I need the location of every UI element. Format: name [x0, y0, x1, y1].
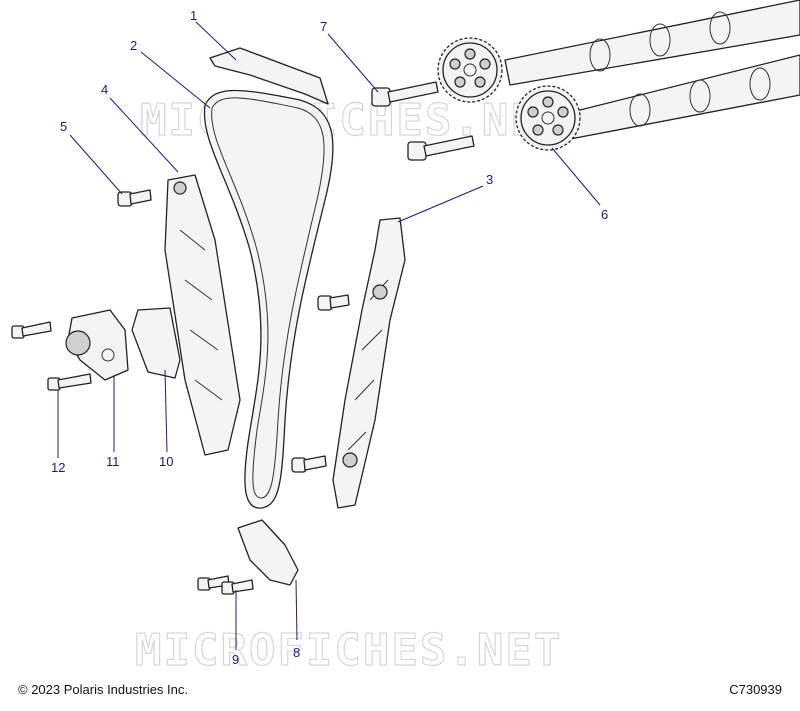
callout-4: 4	[101, 82, 108, 97]
cam-sprocket-lower	[515, 85, 581, 151]
leader-lines	[57, 21, 601, 650]
figure-id: C730939	[729, 682, 782, 697]
guide-bolt-b	[291, 455, 327, 473]
callout-6: 6	[601, 207, 608, 222]
callout-5: 5	[60, 119, 67, 134]
sprocket-bolt-lower	[407, 135, 475, 161]
chain-tensioner	[65, 309, 129, 381]
sprocket-bolt-upper	[371, 81, 439, 107]
callout-10: 10	[159, 454, 173, 469]
cam-sprocket-upper	[437, 37, 503, 103]
tensioner-chain-guide	[164, 174, 241, 456]
callout-labels: 1 2 3 4 5 6 7 8 9 10 11 12	[51, 8, 608, 667]
callout-12: 12	[51, 460, 65, 475]
camshafts	[504, 0, 800, 141]
callout-2: 2	[130, 38, 137, 53]
callout-7: 7	[320, 19, 327, 34]
tensioner-bolt-upper	[11, 321, 52, 339]
callout-8: 8	[293, 645, 300, 660]
lower-chain-guide	[237, 519, 299, 586]
timing-chain	[203, 89, 334, 509]
callout-11: 11	[106, 454, 120, 469]
guide-bolt-a	[317, 294, 350, 311]
copyright-notice: © 2023 Polaris Industries Inc.	[18, 682, 188, 697]
tensioner-guide-bolt	[117, 189, 152, 207]
callout-9: 9	[232, 652, 239, 667]
fixed-chain-guide	[332, 217, 406, 509]
callout-1: 1	[190, 8, 197, 23]
lower-guide-bolt-right	[221, 579, 254, 595]
callout-3: 3	[486, 172, 493, 187]
tensioner-gasket	[131, 307, 181, 379]
upper-chain-guide	[209, 47, 329, 105]
tensioner-bolt-lower	[47, 373, 92, 391]
watermark-bottom: MICROFICHES.NET	[135, 625, 562, 676]
